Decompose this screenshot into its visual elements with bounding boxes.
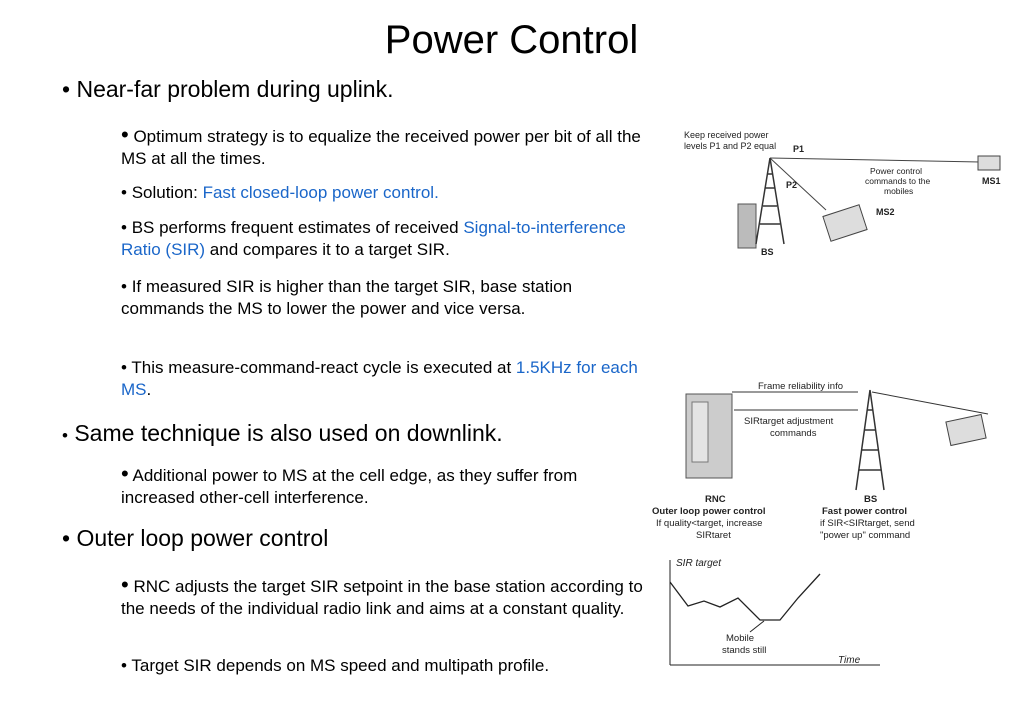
annotation-arrow — [749, 620, 765, 633]
mobile-device-icon — [945, 413, 987, 447]
bs-tower-icon — [855, 389, 885, 491]
frame-info-label: Frame reliability info — [758, 381, 843, 392]
fast-loop-label: Fast power control — [822, 506, 907, 517]
page-title: Power Control — [384, 18, 639, 62]
outer-desc-line-1: If quality<target, increase — [656, 518, 762, 529]
adjust-line-2: commands — [770, 428, 817, 439]
bs-label: BS — [761, 247, 774, 257]
bullet-text: This measure-command-react cycle is exec… — [131, 358, 516, 377]
highlight-text: Signal-to-interference Ratio (SIR) — [121, 218, 626, 259]
p1-signal-line — [769, 157, 981, 163]
bullet-text: . — [146, 380, 152, 399]
ms2-device-icon — [822, 204, 868, 242]
rnc-label: RNC — [705, 494, 726, 505]
outer-loop-label: Outer loop power control — [652, 506, 765, 517]
bullet-text: Optimum strategy is to equalize the rece… — [121, 127, 641, 168]
annotation-line-2: stands still — [722, 645, 766, 656]
downlink-arrow — [871, 391, 989, 415]
section-outer-loop: • Outer loop power control — [62, 525, 328, 551]
outer-loop-diagram: Frame reliability info SIRtarget adjustm… — [652, 381, 989, 541]
bullet: • — [121, 218, 127, 237]
sub-bullet-optimum-strategy: • Optimum strategy is to equalize the re… — [121, 124, 651, 170]
sir-target-line — [669, 573, 821, 621]
control-line-2: commands to the — [865, 176, 930, 186]
bs-tower-icon — [755, 157, 785, 245]
sub-bullet-measured-sir: • If measured SIR is higher than the tar… — [121, 276, 651, 320]
bullet-text: If measured SIR is higher than the targe… — [121, 277, 573, 318]
note-line-2: levels P1 and P2 equal — [684, 141, 776, 151]
control-line-3: mobiles — [884, 186, 913, 196]
fast-desc-line-2: "power up" command — [820, 530, 910, 541]
y-axis-label: SIR target — [676, 558, 722, 569]
bullet: • — [121, 183, 127, 202]
section-heading: Outer loop power control — [76, 525, 329, 551]
control-line-1: Power control — [870, 166, 922, 176]
x-axis-label: Time — [838, 655, 861, 666]
p2-label: P2 — [786, 180, 797, 190]
fast-desc-line-1: if SIR<SIRtarget, send — [820, 518, 915, 529]
ms2-label: MS2 — [876, 207, 895, 217]
adjust-line-1: SIRtarget adjustment — [744, 416, 834, 427]
sub-bullet-target-sir: • Target SIR depends on MS speed and mul… — [121, 655, 651, 677]
bullet: • — [121, 656, 127, 675]
bullet-text: Target SIR depends on MS speed and multi… — [131, 656, 550, 675]
bullet: • — [121, 358, 127, 377]
highlight-text: Fast closed-loop power control. — [202, 183, 439, 202]
section-heading: Same technique is also used on downlink. — [74, 420, 503, 446]
section-downlink: • Same technique is also used on downlin… — [62, 420, 503, 449]
bullet: • — [121, 461, 129, 486]
ms1-label: MS1 — [982, 176, 1001, 186]
sir-target-graph: SIR target Time Mobile stands still — [669, 558, 880, 666]
section-near-far: • Near-far problem during uplink. — [62, 76, 394, 102]
bullet-text: Solution: — [131, 183, 203, 202]
bullet: • — [121, 572, 129, 597]
highlight-text: 1.5KHz for each MS — [121, 358, 638, 399]
sub-bullet-additional-power: • Additional power to MS at the cell edg… — [121, 463, 651, 509]
sub-bullet-rnc-adjusts: • RNC adjusts the target SIR setpoint in… — [121, 574, 651, 620]
section-heading: Near-far problem during uplink. — [76, 76, 394, 102]
sub-bullet-solution: • Solution: Fast closed-loop power contr… — [121, 182, 651, 204]
sub-bullet-bs-estimates: • BS performs frequent estimates of rece… — [121, 217, 651, 261]
bullet: • — [62, 525, 71, 551]
bs-cabinet — [737, 203, 757, 249]
outer-desc-line-2: SIRtaret — [696, 530, 731, 541]
bullet: • — [62, 426, 68, 445]
bullet-text: BS performs frequent estimates of receiv… — [131, 218, 464, 237]
ms1-device-icon — [977, 155, 1001, 171]
bullet: • — [121, 277, 127, 296]
p1-label: P1 — [793, 144, 804, 154]
sub-bullet-cycle: • This measure-command-react cycle is ex… — [121, 357, 651, 401]
bullet-text: Additional power to MS at the cell edge,… — [121, 466, 578, 507]
annotation-line-1: Mobile — [726, 633, 754, 644]
bullet: • — [62, 76, 71, 102]
near-far-diagram: Keep received power levels P1 and P2 equ… — [684, 130, 1001, 257]
p2-signal-line — [769, 157, 827, 211]
note-line-1: Keep received power — [684, 130, 769, 140]
bullet: • — [121, 122, 129, 147]
bullet-text: and compares it to a target SIR. — [205, 240, 450, 259]
bullet-text: RNC adjusts the target SIR setpoint in t… — [121, 577, 643, 618]
bs-label: BS — [864, 494, 877, 505]
